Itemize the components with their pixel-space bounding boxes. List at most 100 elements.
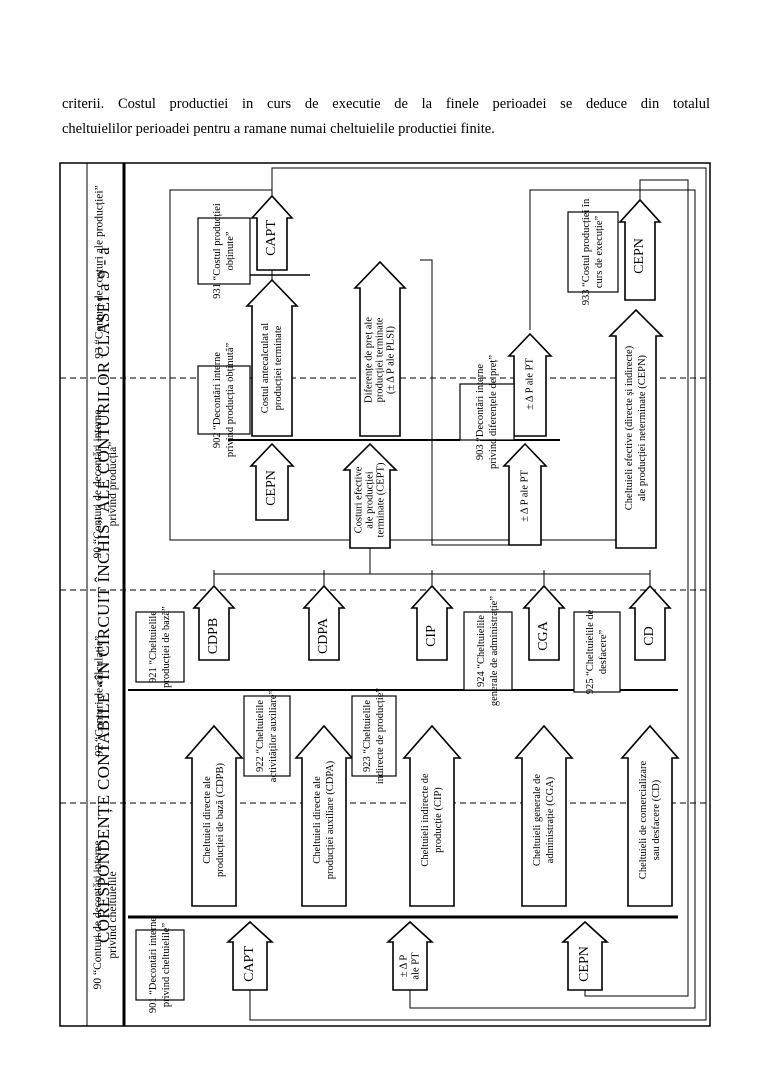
right-cepn: CEPN [632, 238, 647, 274]
arrow-right-dif [353, 260, 407, 437]
acc-arrow-cdpa: CDPA [316, 617, 331, 654]
left-capt: CAPT [242, 946, 257, 982]
acc-924-line-1: 924 “Cheltuielile [476, 615, 487, 687]
mid-chef-line-1: Cheltuieli efective (directe și indirect… [624, 345, 635, 510]
acc-933-line-1: 933 “Costul producției în [581, 198, 592, 305]
arrow-left-cepn [560, 920, 610, 991]
left-dp-line-1: ± Δ P [398, 955, 409, 978]
arrow-mid-cepn [249, 442, 295, 521]
paragraph-line-2: cheltuielilor perioadei pentru a ramane … [62, 121, 495, 137]
exp-cga-line-1: Cheltuieli generale de [532, 774, 543, 866]
mid-cept-line-1: Costuri efective [353, 466, 364, 533]
acc-921-line-1: 921 “Cheltuielile [148, 611, 159, 683]
arrow-right-dpt [507, 332, 553, 437]
arrow-acc-cip [410, 584, 454, 661]
box-924 [463, 611, 513, 691]
arrow-cdpa [294, 724, 354, 907]
arrow-cdpb [184, 724, 244, 907]
mid-dpt: ± Δ P ale PT [519, 470, 530, 522]
acc-933-line-2: curs de execuție” [594, 216, 605, 289]
acc-arrow-cdpb: CDPB [206, 618, 221, 655]
exp-cip-line-1: Cheltuieli indirecte de [420, 773, 431, 867]
arrow-mid-dpt [502, 442, 548, 546]
box-925 [573, 611, 621, 693]
arrow-cga [514, 724, 574, 907]
account-box-group [135, 211, 621, 1001]
arrow-cip [402, 724, 462, 907]
loop-dp [420, 259, 525, 546]
acc-922-line-2: activităților auxiliare” [268, 689, 279, 782]
diagram-title: CORESPONDENȚE CONTABILE “ÎN CIRCUIT ÎNCH… [94, 247, 113, 943]
box-931 [197, 217, 251, 285]
box-922 [243, 695, 291, 777]
arrow-mid-cept [342, 442, 398, 549]
right-capt: CAPT [264, 220, 279, 256]
acc-arrow-cd: CD [642, 626, 657, 645]
right-dpt: ± Δ P ale PT [524, 358, 535, 410]
acc-903-line-1: 903 “Decontări interne [475, 364, 486, 461]
acc-903-line-2: privind diferențele de preț” [488, 355, 499, 469]
box-933 [567, 211, 619, 293]
loop-dp-right [409, 189, 696, 1009]
paragraph-line-1: criterii. Costul productiei in curs de e… [62, 96, 710, 112]
col-head-90a-line-2: privind cheltuielile [107, 871, 119, 958]
arrow-mid-chef [608, 308, 664, 549]
arrow-right-cepn [618, 198, 662, 301]
arrow-acc-cga [522, 584, 566, 661]
box-921 [135, 611, 185, 683]
col-head-93: 93 “Conturi de costuri ale producției” [94, 185, 106, 358]
diagram-frame [59, 162, 711, 1027]
exp-cd-line-2: sau desfacere (CD) [651, 779, 662, 860]
exp-cdpa-line-2: producției auxiliare (CDPA) [325, 760, 336, 879]
exp-cdpb-line-1: Cheltuieli directe ale [202, 776, 213, 864]
right-cost-line-2: producției terminate [273, 325, 284, 410]
mid-cepn: CEPN [264, 470, 279, 506]
left-dp-line-2: ale PT [410, 952, 421, 980]
mid-cept-line-2: ale producției [364, 471, 375, 529]
acc-931-line-1: 931 “Costul producției [212, 203, 223, 299]
acc-923-line-1: 923 “Cheltuielile [362, 700, 373, 772]
arrow-right-capt [250, 194, 294, 271]
right-dif-line-2: producției terminate [374, 317, 385, 402]
acc-924-line-2: generale de administrație” [489, 596, 500, 707]
box-901 [135, 929, 185, 1001]
intro-paragraph: criterii. Costul productiei in curs de e… [62, 92, 710, 142]
acc-922-line-1: 922 “Cheltuielile [255, 700, 266, 772]
exp-cip-line-2: producție (CIP) [433, 787, 444, 853]
acc-921-line-2: producției de bază” [161, 606, 172, 688]
acc-931-line-2: obținute” [225, 231, 236, 270]
right-dif-line-1: Diferențe de preț ale [363, 317, 374, 403]
acc-901-line-1: 901 “Decontări interne [148, 917, 159, 1014]
vertical-text-group: CORESPONDENȚE CONTABILE “ÎN CIRCUIT ÎNCH… [92, 185, 662, 1013]
left-cepn: CEPN [577, 946, 592, 982]
right-dif-line-3: (± Δ P ale PLSI) [385, 325, 396, 394]
arrow-left-capt [225, 920, 275, 991]
exp-cdpa-line-1: Cheltuieli directe ale [312, 776, 323, 864]
acc-902-line-1: 902 “Decontări interne [212, 352, 223, 449]
arrow-right-cost [245, 278, 299, 437]
arrow-group [184, 194, 680, 991]
arrow-left-dp [385, 920, 435, 991]
arrow-acc-cdpa [302, 584, 346, 661]
arrow-acc-cdpb [192, 584, 236, 661]
exp-cdpb-line-2: producției de bază (CDPB) [215, 762, 226, 877]
arrow-acc-cd [628, 584, 672, 661]
col-head-90a-line-1: 90 “Conturi de decontări interne [92, 841, 104, 990]
fan-ticks [213, 570, 651, 585]
acc-arrow-cip: CIP [424, 625, 439, 647]
box-903 [459, 383, 515, 441]
col-head-90b-line-2: privind producția” [107, 442, 119, 527]
mid-chef-line-2: ale producției neterminate (CEPN) [637, 354, 648, 501]
acc-923-line-2: indirecte de producție” [375, 688, 386, 785]
acc-925-line-1: 925 “Cheltuielile de [585, 609, 596, 694]
acc-925-line-2: desfacere” [598, 630, 609, 675]
acc-arrow-cga: CGA [536, 620, 551, 650]
col-head-92: 92 “Conturi de calculație” [94, 636, 106, 756]
exp-cga-line-2: administrație (CGA) [545, 776, 556, 863]
acc-901-line-2: privind cheltuielile” [161, 923, 172, 1008]
exp-cd-line-1: Cheltuieli de comercializare [638, 760, 649, 879]
right-cost-line-1: Costul antecalculat al [260, 323, 271, 413]
acc-902-line-2: privind producția obținută” [225, 343, 236, 458]
loop-cepn [584, 179, 689, 997]
